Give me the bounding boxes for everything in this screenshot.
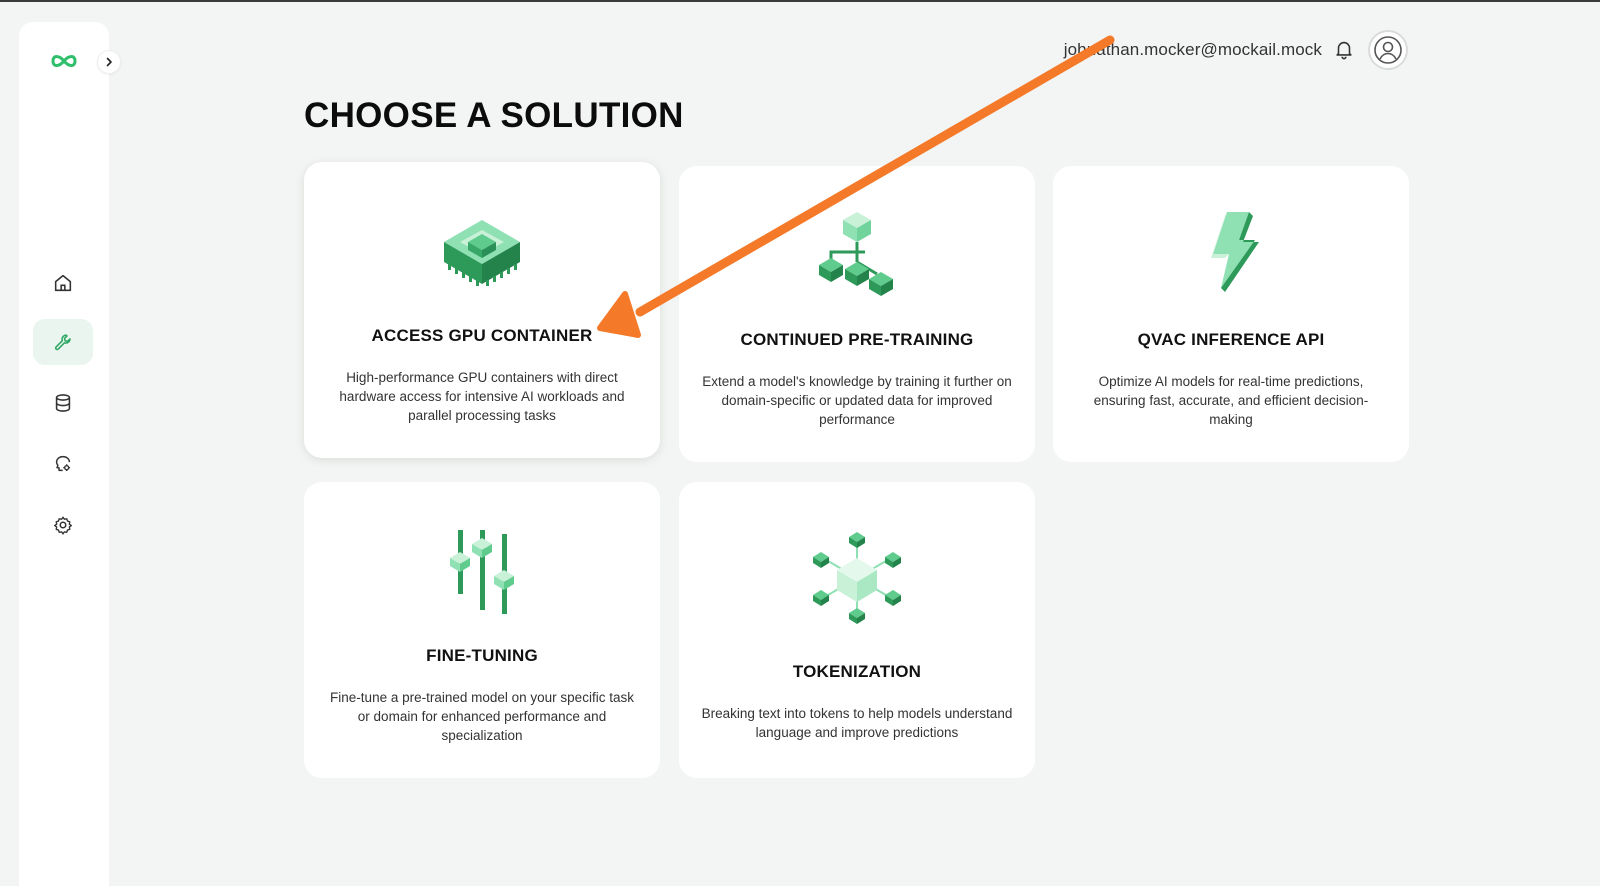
card-title: FINE-TUNING <box>426 646 538 665</box>
sidebar-collapse-button[interactable] <box>97 50 121 74</box>
card-description: Breaking text into tokens to help models… <box>701 706 1013 740</box>
user-email: johnathan.mocker@mockail.mock <box>1063 40 1322 59</box>
card-description: Extend a model's knowledge by training i… <box>702 374 1012 427</box>
user-avatar-icon <box>1374 36 1402 64</box>
card-description: High-performance GPU containers with dir… <box>339 370 625 423</box>
token-cube-network-icon <box>813 532 901 624</box>
wrench-icon <box>54 334 71 351</box>
solution-card-tokenization[interactable]: TOKENIZATION Breaking text into tokens t… <box>679 482 1035 778</box>
home-icon <box>54 274 72 292</box>
user-avatar-button[interactable] <box>1368 30 1408 70</box>
page-title: CHOOSE A SOLUTION <box>304 96 684 135</box>
solution-card-qvac-inference-api[interactable]: QVAC INFERENCE API Optimize AI models fo… <box>1053 166 1409 462</box>
hierarchy-nodes-icon <box>819 212 893 296</box>
solution-card-gpu-container[interactable]: ACCESS GPU CONTAINER High-performance GP… <box>304 162 660 458</box>
sliders-icon <box>450 530 514 614</box>
brain-gear-icon <box>55 455 71 472</box>
sidebar-item-database[interactable] <box>33 380 93 426</box>
solution-card-continued-pre-training[interactable]: CONTINUED PRE-TRAINING Extend a model's … <box>679 166 1035 462</box>
solution-card-fine-tuning[interactable]: FINE-TUNING Fine-tune a pre-trained mode… <box>304 482 660 778</box>
card-title: QVAC INFERENCE API <box>1137 330 1325 349</box>
sidebar-item-home[interactable] <box>33 260 93 306</box>
card-title: CONTINUED PRE-TRAINING <box>740 330 974 349</box>
gear-icon <box>53 516 73 535</box>
sidebar <box>19 22 121 886</box>
card-title: ACCESS GPU CONTAINER <box>371 326 593 345</box>
sidebar-item-settings[interactable] <box>33 502 93 548</box>
infinity-logo-icon[interactable] <box>50 52 78 70</box>
sidebar-item-tools[interactable] <box>33 319 93 365</box>
gpu-chip-icon <box>444 220 520 286</box>
bell-icon[interactable] <box>1333 38 1355 60</box>
chevron-right-icon <box>106 57 112 67</box>
card-description: Fine-tune a pre-trained model on your sp… <box>330 690 634 743</box>
card-title: TOKENIZATION <box>792 662 922 681</box>
sidebar-item-ai-models[interactable] <box>33 441 93 487</box>
lightning-bolt-icon <box>1211 212 1259 292</box>
database-icon <box>55 394 71 412</box>
card-description: Optimize AI models for real-time predict… <box>1093 374 1369 427</box>
